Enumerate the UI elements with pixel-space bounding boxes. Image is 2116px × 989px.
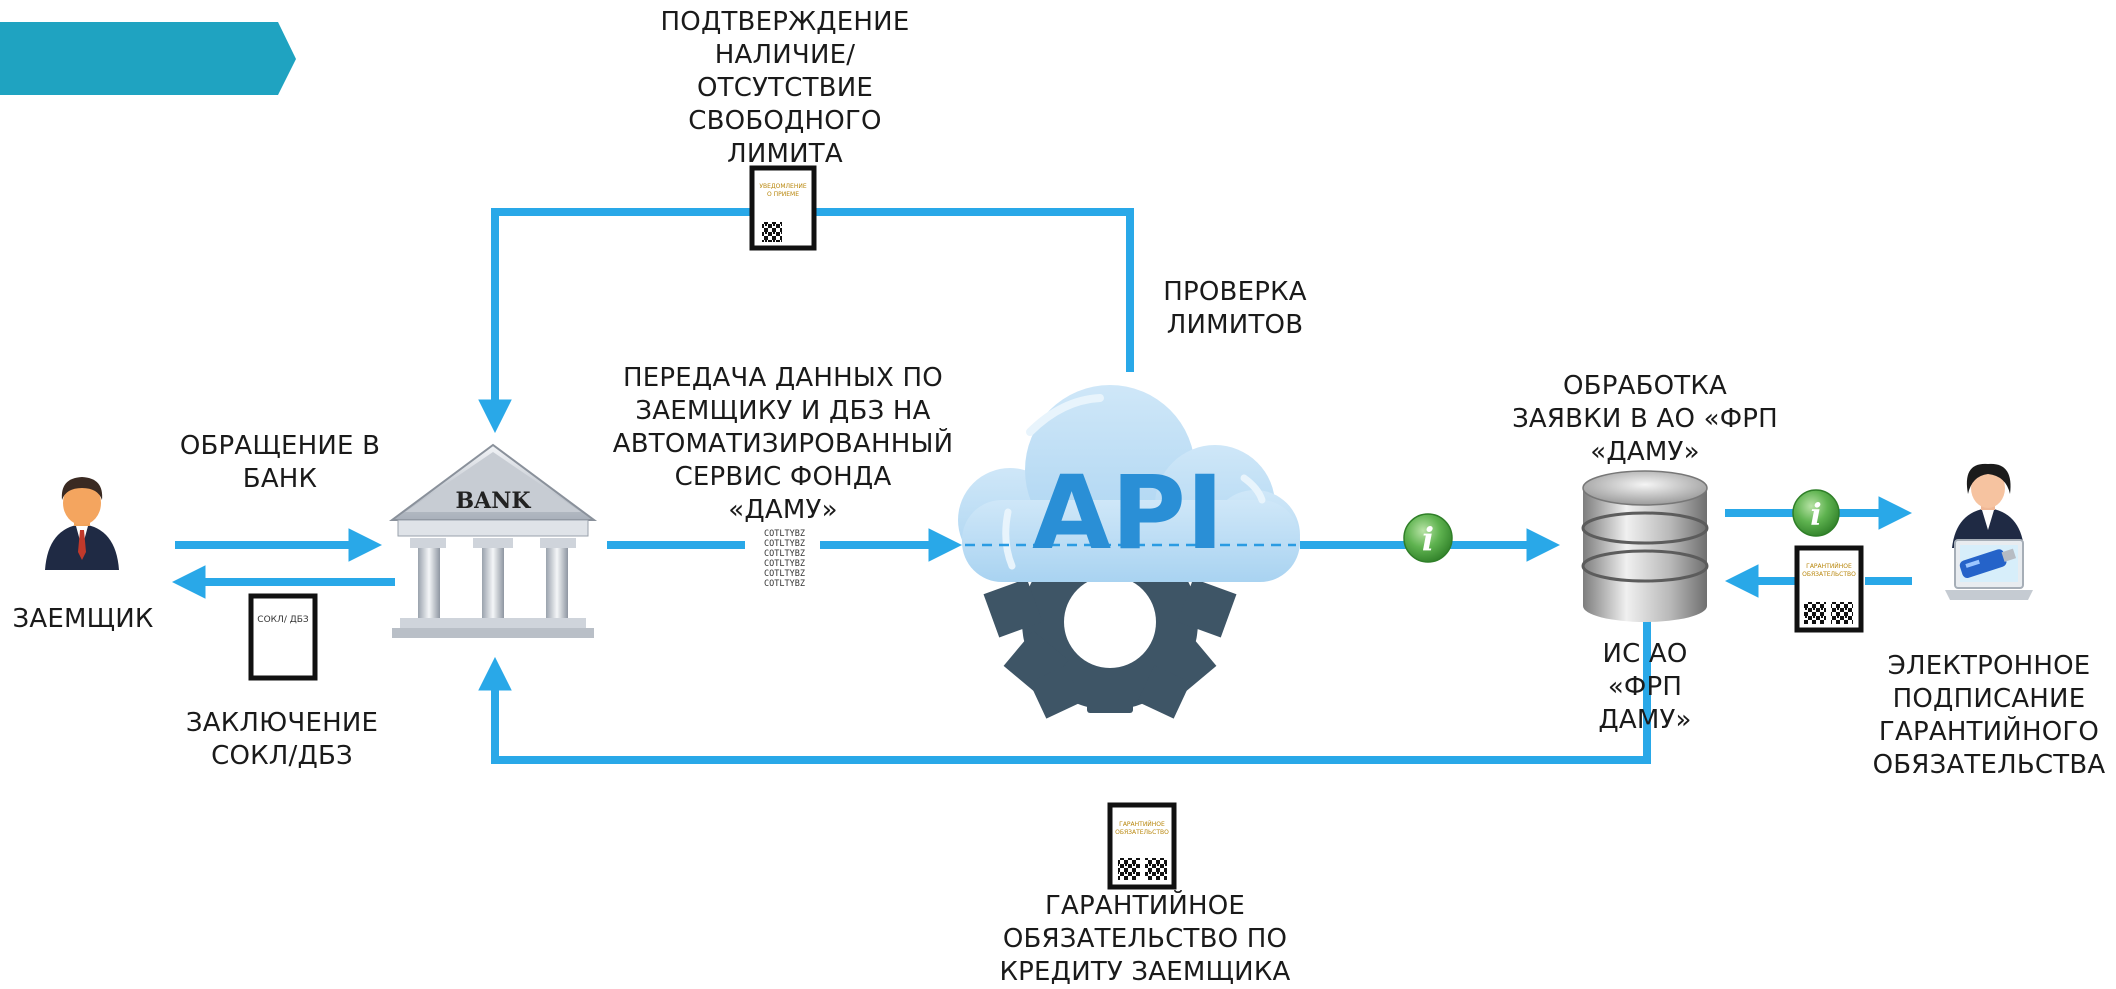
data-code-list: COTLTYBZ COTLTYBZ COTLTYBZ COTLTYBZ COTL… (764, 529, 805, 589)
svg-text:УВЕДОМЛЕНИЕ: УВЕДОМЛЕНИЕ (759, 183, 806, 190)
qr-code-icon (762, 222, 782, 242)
signer-person-icon (1952, 463, 2024, 548)
svg-text:ГАРАНТИЙНОЕ: ГАРАНТИЙНОЕ (1806, 563, 1852, 570)
svg-text:ОБЯЗАТЕЛЬСТВО: ОБЯЗАТЕЛЬСТВО (1802, 571, 1856, 578)
usb-token-icon (1959, 548, 2017, 578)
info-icon: i (1792, 489, 1840, 537)
qr-code-icon (1145, 858, 1167, 880)
label-limit-check: ПРОВЕРКА ЛИМИТОВ (1163, 277, 1307, 340)
data-code: COTLTYBZ (764, 559, 805, 569)
database-icon (1581, 470, 1709, 622)
label-appeal: ОБРАЩЕНИЕ В БАНК (179, 431, 381, 494)
data-code: COTLTYBZ (764, 539, 805, 549)
svg-text:ОБЯЗАТЕЛЬСТВО: ОБЯЗАТЕЛЬСТВО (1115, 829, 1169, 836)
label-conclusion: ЗАКЛЮЧЕНИЕ СОКЛ/ДБЗ (185, 708, 379, 771)
arrow-db-to-bank-guarantee (478, 610, 1651, 764)
svg-text:СОКЛ/ ДБЗ: СОКЛ/ ДБЗ (257, 615, 309, 625)
bank-icon: BANK (388, 443, 598, 638)
document-guarantee: ГАРАНТИЙНОЕ ОБЯЗАТЕЛЬСТВО (1107, 802, 1177, 890)
api-cloud-gear-icon: API (958, 385, 1300, 719)
document-notice: УВЕДОМЛЕНИЕ О ПРИЕМЕ (749, 165, 817, 251)
info-icon: i (1403, 513, 1453, 563)
qr-code-icon (1118, 858, 1140, 880)
label-borrower: ЗАЕМЩИК (12, 604, 154, 634)
document-guarantee-small: ГАРАНТИЙНОЕ ОБЯЗАТЕЛЬСТВО (1794, 545, 1864, 633)
data-code: COTLTYBZ (764, 549, 805, 559)
label-processing: ОБРАБОТКА ЗАЯВКИ В АО «ФРП «ДАМУ» (1512, 371, 1778, 467)
svg-text:ГАРАНТИЙНОЕ: ГАРАНТИЙНОЕ (1119, 821, 1165, 828)
document-sokl-dbz: СОКЛ/ ДБЗ (248, 593, 318, 681)
svg-text:i: i (1422, 520, 1434, 558)
data-code: COTLTYBZ (764, 569, 805, 579)
data-code: COTLTYBZ (764, 579, 805, 589)
api-text: API (1032, 454, 1224, 573)
header-banner (0, 22, 296, 95)
label-guarantee: ГАРАНТИЙНОЕ ОБЯЗАТЕЛЬСТВО ПО КРЕДИТУ ЗАЕ… (999, 891, 1291, 987)
label-data-transfer: ПЕРЕДАЧА ДАННЫХ ПО ЗАЕМЩИКУ И ДБЗ НА АВТ… (612, 363, 954, 525)
qr-code-icon (1831, 602, 1853, 624)
svg-text:i: i (1810, 498, 1821, 533)
bank-sign: BANK (456, 488, 532, 514)
borrower-person-icon (45, 477, 119, 570)
label-confirmation: ПОДТВЕРЖДЕНИЕ НАЛИЧИЕ/ ОТСУТСТВИЕ СВОБОД… (660, 7, 910, 169)
svg-text:О ПРИЕМЕ: О ПРИЕМЕ (767, 191, 799, 198)
label-e-signing: ЭЛЕКТРОННОЕ ПОДПИСАНИЕ ГАРАНТИЙНОГО ОБЯЗ… (1872, 651, 2106, 780)
qr-code-icon (1804, 602, 1826, 624)
data-code: COTLTYBZ (764, 529, 805, 539)
label-is-system: ИС АО «ФРП ДАМУ» (1598, 639, 1692, 735)
